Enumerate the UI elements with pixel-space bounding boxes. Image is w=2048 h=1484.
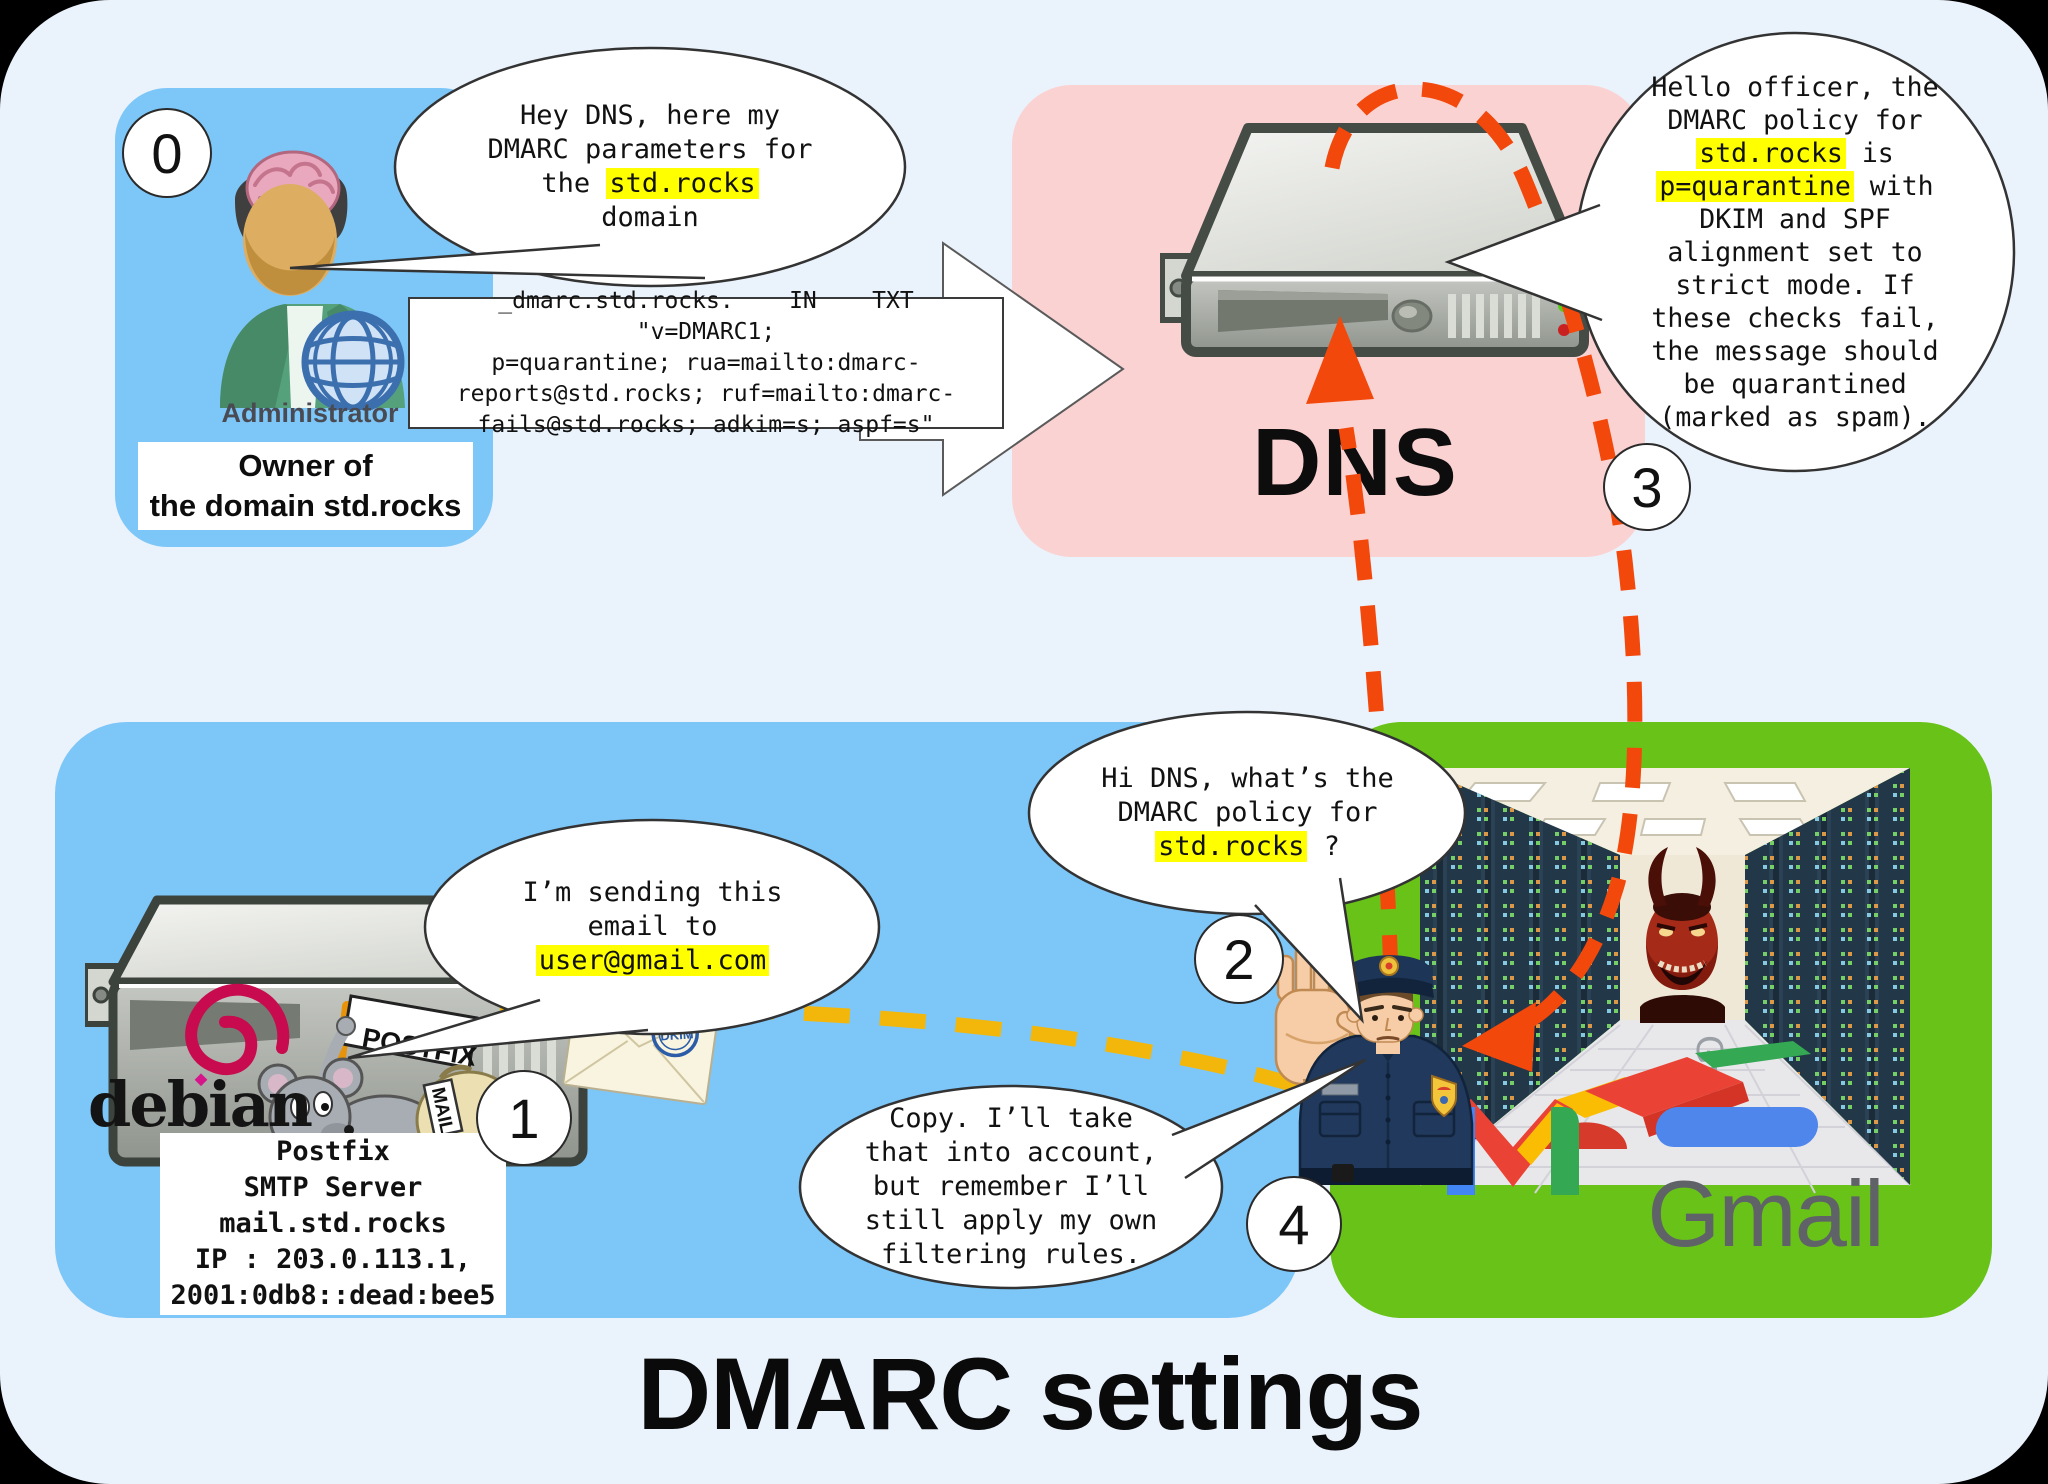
bubble-admin-to-dns-text: Hey DNS, here my DMARC parameters for th… [487, 100, 813, 233]
debian-swirl-icon [185, 983, 290, 1087]
step-badge-3: 3 [1603, 443, 1691, 531]
step-badge-1: 1 [476, 1070, 572, 1166]
police-badge-icon [1431, 1074, 1457, 1118]
google-arrow-icon [1545, 1041, 1819, 1149]
step-badge-0: 0 [122, 108, 212, 198]
owner-label: Owner of the domain std.rocks [138, 442, 473, 530]
postfix-server-label: Postfix SMTP Server mail.std.rocks IP : … [160, 1133, 506, 1315]
step-badge-4: 4 [1246, 1176, 1342, 1272]
bubble-gmail-query-text: Hi DNS, what’s the DMARC policy for std.… [1101, 763, 1394, 862]
police-officer-icon [1274, 941, 1474, 1185]
dns-title: DNS [1252, 409, 1458, 516]
devil-icon [1640, 847, 1725, 1023]
debian-logo: debian [88, 1068, 313, 1141]
step-badge-2: 2 [1194, 914, 1284, 1004]
dkim-stamp-label: DKIM [660, 1026, 694, 1043]
page-title: DMARC settings [637, 1337, 1423, 1451]
gmail-wordmark: Gmail [1647, 1161, 1884, 1266]
dns-server-icon [1160, 123, 1610, 357]
globe-icon [301, 310, 405, 410]
red-led-icon [1558, 324, 1570, 336]
dns-txt-record: _dmarc.std.rocks. IN TXT "v=DMARC1; p=qu… [408, 288, 1004, 438]
bubble-gmail-copy-text: Copy. I’ll take that into account, but r… [864, 1103, 1158, 1270]
administrator-icon [220, 150, 405, 410]
green-led-icon [1558, 300, 1570, 312]
bubble-dns-reply-text: Hello officer, the DMARC policy for std.… [1651, 71, 1939, 433]
bubble-postfix-sending-text: I’m sending this email to user@gmail.com [522, 877, 783, 976]
dkim-stamp-icon: DKIM [651, 1009, 699, 1058]
administrator-label: Administrator [221, 398, 399, 428]
